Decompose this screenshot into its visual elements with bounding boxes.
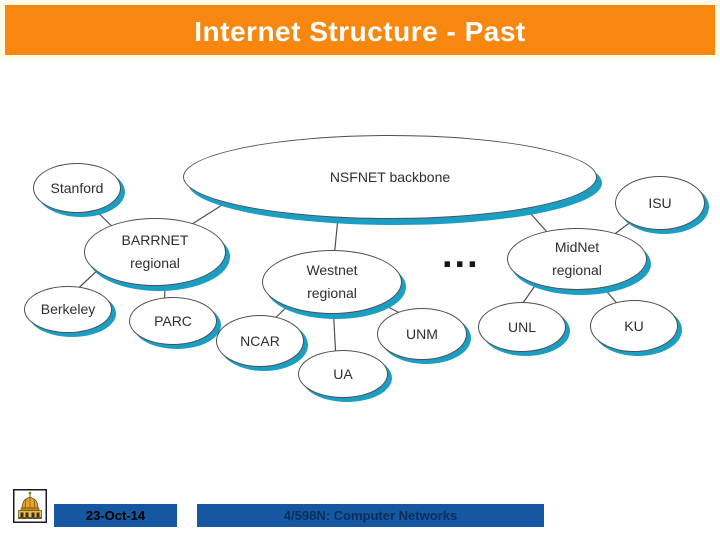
node-parc: PARC [129, 297, 217, 345]
node-label: KU [624, 317, 644, 334]
node-label: UNM [406, 325, 438, 342]
node-berkeley: Berkeley [24, 286, 112, 333]
node-sublabel: regional [130, 255, 180, 271]
node-label: NCAR [240, 332, 280, 349]
node-barrnet-regional: BARRNET regional [84, 218, 226, 286]
node-sublabel: regional [552, 262, 602, 278]
node-ua: UA [298, 350, 388, 398]
node-ku: KU [590, 300, 678, 352]
node-label: NSFNET backbone [329, 168, 451, 185]
node-westnet-regional: Westnet regional [262, 250, 402, 314]
node-label: BARRNET [121, 232, 189, 248]
node-label: PARC [154, 312, 192, 329]
node-unm: UNM [377, 308, 467, 360]
node-unl: UNL [478, 302, 566, 352]
node-nsfnet-backbone: NSFNET backbone [183, 135, 597, 219]
node-label: UA [333, 365, 353, 382]
node-label: Westnet [306, 262, 358, 278]
footer-date-bar: 23-Oct-14 [54, 504, 177, 527]
node-label: MidNet [554, 239, 600, 255]
node-isu: ISU [615, 176, 705, 230]
node-label: Berkeley [40, 301, 96, 317]
node-label: ISU [648, 194, 672, 211]
title-bar: Internet Structure - Past [5, 5, 715, 55]
more-networks-ellipsis: ... [442, 234, 480, 276]
node-sublabel: regional [307, 285, 357, 301]
slide-title: Internet Structure - Past [194, 16, 526, 47]
footer-course-bar: 4/598N: Computer Networks [197, 504, 544, 527]
node-ncar: NCAR [216, 315, 304, 367]
footer-date: 23-Oct-14 [85, 508, 146, 523]
node-stanford: Stanford [33, 163, 121, 213]
node-label: UNL [507, 318, 536, 335]
footer-course: 4/598N: Computer Networks [283, 508, 458, 523]
node-midnet-regional: MidNet regional [507, 228, 647, 290]
notre-dame-dome-logo [13, 489, 47, 523]
node-label: Stanford [50, 179, 104, 196]
